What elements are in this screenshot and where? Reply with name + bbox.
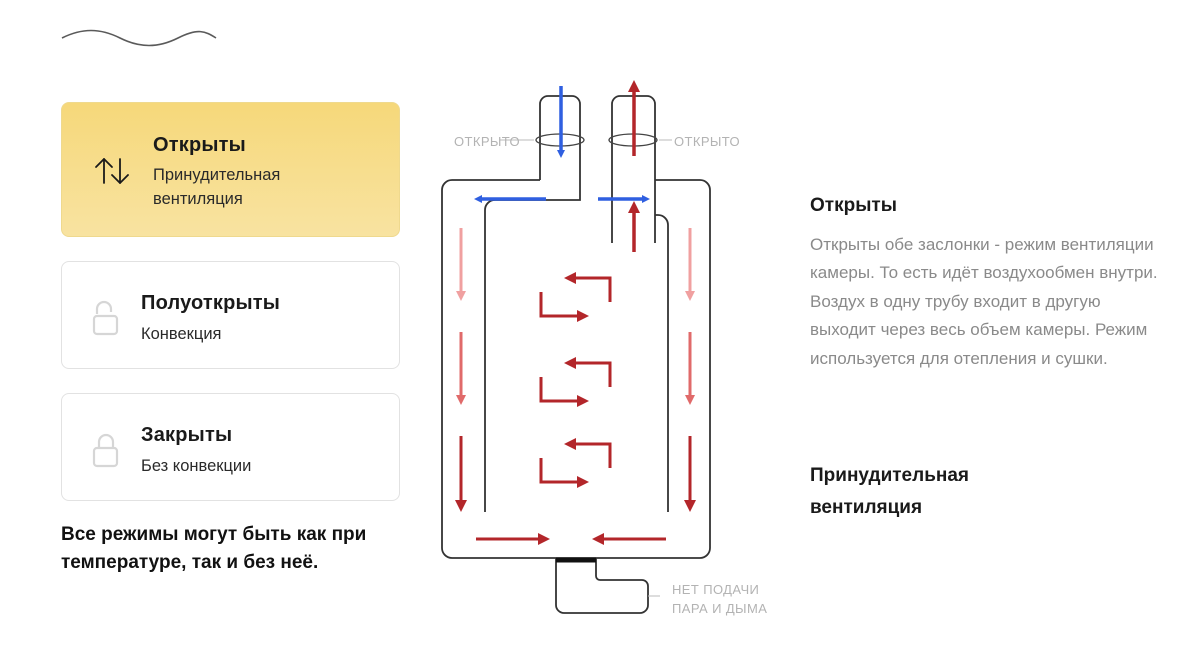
- mode-card-half-open[interactable]: Полуоткрыты Конвекция: [61, 261, 400, 369]
- wave-decoration: [61, 29, 217, 47]
- side-flow-arrows: [455, 228, 696, 512]
- description-text: Открыты обе заслонки - режим вентиляции …: [810, 235, 1158, 368]
- damper-left-label: ОТКРЫТО: [454, 134, 521, 149]
- mode-card-closed[interactable]: Закрыты Без конвекции: [61, 393, 400, 501]
- mode-title: Закрыты: [141, 424, 233, 446]
- locked-padlock-icon: [92, 433, 119, 468]
- up-down-arrows-icon: [95, 158, 129, 184]
- damper-right-label: ОТКРЫТО: [674, 134, 741, 149]
- mode-subtitle: Принудительная вентиляция: [153, 166, 281, 208]
- mode-title: Открыты: [153, 134, 246, 156]
- mode-title: Полуоткрыты: [141, 292, 281, 314]
- mode-subtitle: Без конвекции: [141, 457, 252, 475]
- ventilation-diagram: [441, 80, 711, 614]
- modes-note: Все режимы могут быть как при температур…: [61, 524, 367, 573]
- mode-card-text: Полуоткрыты Конвекция: [141, 291, 280, 346]
- mode-card-text: Закрыты Без конвекции: [141, 423, 251, 478]
- circulation-arrows: [539, 272, 612, 488]
- chamber-outline: [441, 95, 711, 614]
- description-title: Открыты: [810, 195, 897, 216]
- outlet-label-line1: НЕТ ПОДАЧИ: [672, 582, 760, 597]
- description-second-title: Принудительная вентиляция: [810, 465, 970, 518]
- airflow-in-arrows: [474, 86, 650, 203]
- outlet-label-line2: ПАРА И ДЫМА: [672, 601, 768, 616]
- mode-card-open[interactable]: Открыты Принудительная вентиляция: [61, 102, 400, 237]
- mode-card-text: Открыты Принудительная вентиляция: [153, 133, 323, 211]
- mode-subtitle: Конвекция: [141, 325, 222, 343]
- unlocked-padlock-icon: [92, 300, 119, 336]
